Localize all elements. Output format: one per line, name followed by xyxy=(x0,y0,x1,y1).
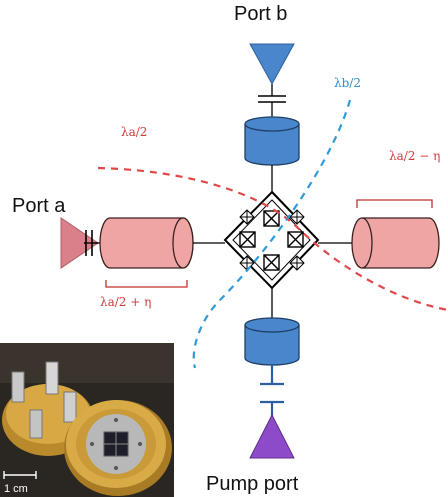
bracket-left xyxy=(105,280,188,288)
port-b-triangle xyxy=(249,43,295,86)
lambda-b-half-label: λb/2 xyxy=(334,76,361,90)
pump-port-label: Pump port xyxy=(206,473,299,495)
resonator-a-right xyxy=(351,217,440,269)
device-photo-inset: 1 cm xyxy=(0,343,174,497)
resonator-pump-bottom xyxy=(244,317,300,366)
pump-triangle xyxy=(249,413,295,459)
lambda-a-half-plus-eta-label: λa/2 + η xyxy=(100,295,151,309)
resonator-b-top xyxy=(244,116,300,166)
resonator-a-left xyxy=(99,217,194,269)
port-a-triangle xyxy=(60,217,99,269)
scale-bar-label: 1 cm xyxy=(4,483,28,495)
lambda-a-half-minus-eta-label: λa/2 − η xyxy=(389,149,440,163)
lambda-a-half-label: λa/2 xyxy=(121,125,147,139)
mode-b-dashed-curve xyxy=(192,99,352,369)
bracket-right xyxy=(356,199,433,208)
port-b-label: Port b xyxy=(234,3,287,25)
port-a-label: Port a xyxy=(12,195,66,217)
